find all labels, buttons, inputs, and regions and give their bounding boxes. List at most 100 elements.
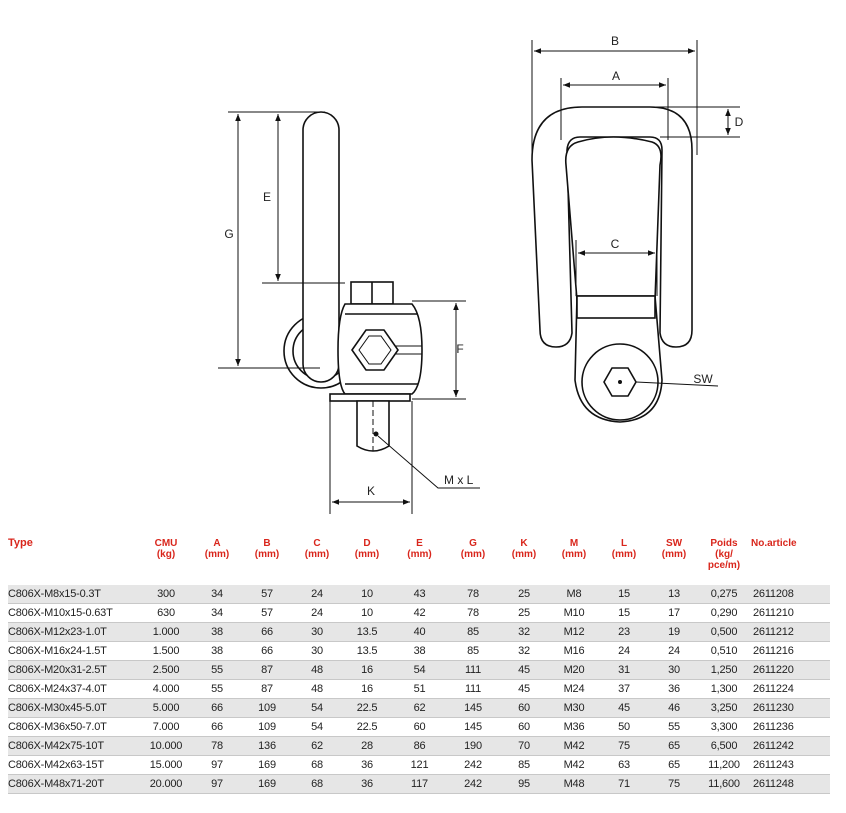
header-b-line: B — [263, 538, 271, 549]
cell-poids: 11,200 — [699, 755, 749, 775]
cell-type: C806X-M8x15-0.3T — [8, 584, 140, 604]
cell-m: M10 — [549, 603, 599, 623]
cell-g: 78 — [447, 603, 499, 623]
label-b: B — [611, 34, 619, 48]
cell-e: 42 — [392, 603, 447, 623]
header-c-line: (mm) — [304, 549, 330, 560]
header-no-article-line: No.article — [751, 538, 797, 549]
cell-poids: 3,300 — [699, 717, 749, 737]
cell-b: 169 — [242, 755, 292, 775]
cell-d: 28 — [342, 736, 392, 756]
cell-poids: 0,500 — [699, 622, 749, 642]
header-e: E(mm) — [392, 538, 447, 585]
cell-sw: 13 — [649, 584, 699, 604]
cell-poids: 6,500 — [699, 736, 749, 756]
header-sw-line: (mm) — [661, 549, 687, 560]
front-view-dimensions — [531, 40, 740, 387]
header-a: A(mm) — [192, 538, 242, 585]
cell-type: C806X-M16x24-1.5T — [8, 641, 140, 661]
cell-d: 22.5 — [342, 698, 392, 718]
cell-d: 10 — [342, 584, 392, 604]
header-k-line: (mm) — [511, 549, 537, 560]
header-poids-line: pce/m) — [707, 560, 741, 571]
cell-c: 48 — [292, 679, 342, 699]
cell-poids: 1,250 — [699, 660, 749, 680]
cell-sw: 55 — [649, 717, 699, 737]
cell-a: 55 — [192, 660, 242, 680]
header-m: M(mm) — [549, 538, 599, 585]
technical-drawing: E G F K M x L B A D C SW — [218, 34, 744, 514]
cell-cmu: 10.000 — [140, 736, 192, 756]
threaded-bolt — [356, 400, 390, 452]
cell-c: 54 — [292, 698, 342, 718]
cell-cmu: 1.500 — [140, 641, 192, 661]
cell-b: 87 — [242, 679, 292, 699]
cell-m: M24 — [549, 679, 599, 699]
cell-no-article: 2611243 — [749, 755, 830, 775]
cell-b: 169 — [242, 774, 292, 794]
cell-e: 54 — [392, 660, 447, 680]
cell-no-article: 2611216 — [749, 641, 830, 661]
cell-a: 66 — [192, 698, 242, 718]
cell-sw: 24 — [649, 641, 699, 661]
cell-type: C806X-M48x71-20T — [8, 774, 140, 794]
cell-cmu: 630 — [140, 603, 192, 623]
header-c: C(mm) — [292, 538, 342, 585]
cell-c: 62 — [292, 736, 342, 756]
side-view — [283, 111, 423, 452]
cell-a: 97 — [192, 755, 242, 775]
cell-l: 31 — [599, 660, 649, 680]
header-e-line: E — [416, 538, 423, 549]
cell-l: 15 — [599, 584, 649, 604]
header-c-line: C — [313, 538, 321, 549]
cell-no-article: 2611208 — [749, 584, 830, 604]
cell-l: 63 — [599, 755, 649, 775]
cell-m: M16 — [549, 641, 599, 661]
cell-type: C806X-M12x23-1.0T — [8, 622, 140, 642]
cell-type: C806X-M42x63-15T — [8, 755, 140, 775]
cell-sw: 36 — [649, 679, 699, 699]
cell-poids: 3,250 — [699, 698, 749, 718]
header-cmu: CMU(kg) — [140, 538, 192, 585]
header-l-line: L — [620, 538, 628, 549]
cell-l: 75 — [599, 736, 649, 756]
cell-k: 25 — [499, 603, 549, 623]
cell-c: 24 — [292, 603, 342, 623]
header-b-line: (mm) — [254, 549, 280, 560]
header-l-line: (mm) — [611, 549, 637, 560]
cell-e: 40 — [392, 622, 447, 642]
cell-k: 70 — [499, 736, 549, 756]
cell-c: 30 — [292, 622, 342, 642]
cell-d: 13.5 — [342, 622, 392, 642]
header-sw: SW(mm) — [649, 538, 699, 585]
header-b: B(mm) — [242, 538, 292, 585]
label-sw: SW — [693, 372, 713, 386]
base-flange — [329, 393, 411, 402]
cell-sw: 30 — [649, 660, 699, 680]
cell-m: M30 — [549, 698, 599, 718]
cell-k: 25 — [499, 584, 549, 604]
cell-type: C806X-M20x31-2.5T — [8, 660, 140, 680]
cell-g: 111 — [447, 660, 499, 680]
cell-l: 24 — [599, 641, 649, 661]
cell-a: 78 — [192, 736, 242, 756]
cell-l: 37 — [599, 679, 649, 699]
cell-type: C806X-M24x37-4.0T — [8, 679, 140, 699]
cell-sw: 19 — [649, 622, 699, 642]
cell-m: M36 — [549, 717, 599, 737]
cell-no-article: 2611220 — [749, 660, 830, 680]
header-g-line: G — [469, 538, 477, 549]
cell-d: 16 — [342, 660, 392, 680]
cell-a: 38 — [192, 622, 242, 642]
cell-d: 22.5 — [342, 717, 392, 737]
cell-g: 111 — [447, 679, 499, 699]
cell-cmu: 2.500 — [140, 660, 192, 680]
cell-a: 97 — [192, 774, 242, 794]
cell-c: 24 — [292, 584, 342, 604]
